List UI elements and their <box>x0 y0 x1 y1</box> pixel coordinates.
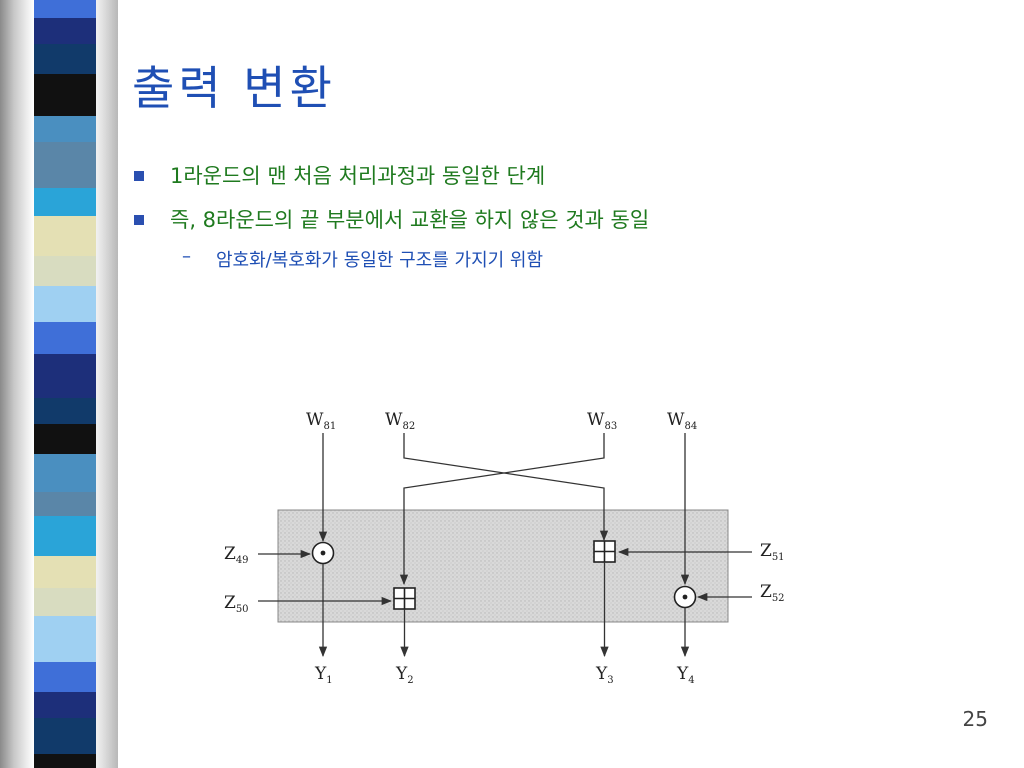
slide-title: 출력 변환 <box>132 61 336 115</box>
stripe-block <box>34 616 96 662</box>
stripe-block <box>34 398 96 424</box>
stripe-block <box>34 692 96 718</box>
stripe-block <box>34 188 96 216</box>
stripe-block <box>34 588 96 616</box>
stripe-block <box>34 718 96 754</box>
bullet-text: 즉, 8라운드의 끝 부분에서 교환을 하지 않은 것과 동일 <box>170 208 650 232</box>
stripe-block <box>34 322 96 354</box>
multiply-operator-4 <box>673 585 697 609</box>
key-label-z52: Z52 <box>760 582 785 604</box>
stripe-block <box>34 18 96 44</box>
add-operator-3 <box>593 540 616 563</box>
w83-cross-line <box>399 433 605 586</box>
decorative-stripe-column <box>34 0 96 768</box>
square-bullet-icon <box>134 171 144 181</box>
stripe-block <box>34 556 96 588</box>
output-label-y1: Y1 <box>314 664 333 686</box>
page-number: 25 <box>962 707 988 731</box>
stripe-block <box>34 662 96 692</box>
sub-bullet-dash: – <box>182 246 191 267</box>
stripe-block <box>34 492 96 516</box>
stripe-block <box>34 256 96 286</box>
input-label-w81: W81 <box>306 410 336 432</box>
stripe-block <box>34 424 96 454</box>
stripe-block <box>34 116 96 142</box>
output-label-y4: Y4 <box>676 664 695 686</box>
key-label-z50: Z50 <box>224 593 249 615</box>
stripe-block <box>34 286 96 322</box>
key-label-z49: Z49 <box>224 544 249 566</box>
bullet-text: 1라운드의 맨 처음 처리과정과 동일한 단계 <box>170 164 546 188</box>
key-label-z51: Z51 <box>760 541 785 563</box>
multiply-operator-1 <box>311 541 335 565</box>
add-operator-2 <box>393 587 416 610</box>
input-label-w82: W82 <box>385 410 415 432</box>
stripe-block <box>34 44 96 74</box>
round-box <box>277 509 729 623</box>
stripe-block <box>34 454 96 492</box>
stripe-block <box>34 754 96 768</box>
sub-bullet-text: 암호화/복호화가 동일한 구조를 가지기 위함 <box>216 250 544 271</box>
output-label-y2: Y2 <box>395 664 414 686</box>
stripe-block <box>34 354 96 398</box>
stripe-block <box>34 0 96 18</box>
output-label-y3: Y3 <box>595 664 614 686</box>
stripe-block <box>34 74 96 116</box>
stripe-block <box>34 516 96 556</box>
stripe-block <box>34 142 96 188</box>
stripe-block <box>34 216 96 256</box>
square-bullet-icon <box>134 215 144 225</box>
input-label-w84: W84 <box>667 410 697 432</box>
input-label-w83: W83 <box>587 410 617 432</box>
